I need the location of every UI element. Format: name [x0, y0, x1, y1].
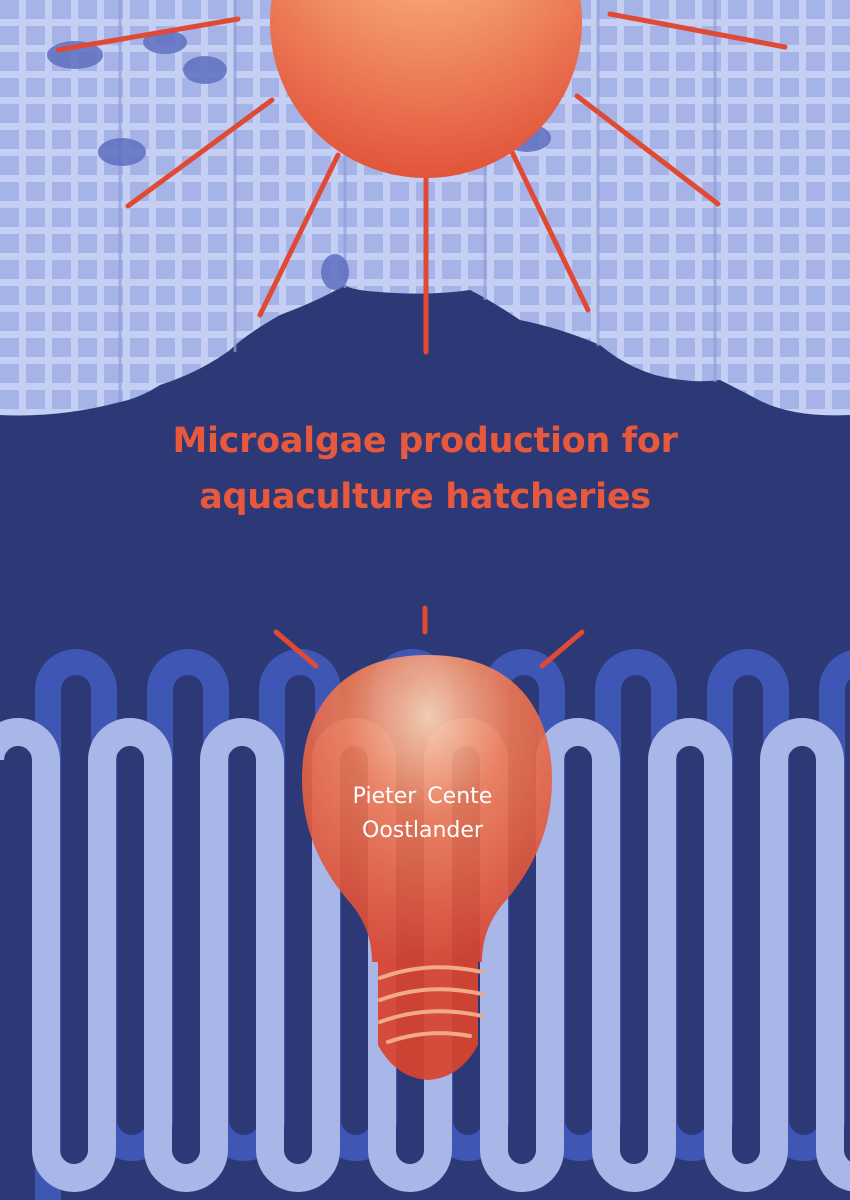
- serpentine-tubes-dark: [35, 649, 850, 1200]
- book-title-line-1: Microalgae production for: [172, 421, 678, 461]
- sun-rays: [55, 11, 788, 355]
- author-name-line-2: Oostlander: [362, 818, 483, 843]
- book-title-line-2: aquaculture hatcheries: [199, 477, 651, 517]
- bulb-rays: [273, 605, 585, 669]
- sun: [270, 0, 582, 178]
- author-name-line-1: Pieter Cente: [352, 784, 493, 809]
- light-bulb: [302, 655, 552, 1080]
